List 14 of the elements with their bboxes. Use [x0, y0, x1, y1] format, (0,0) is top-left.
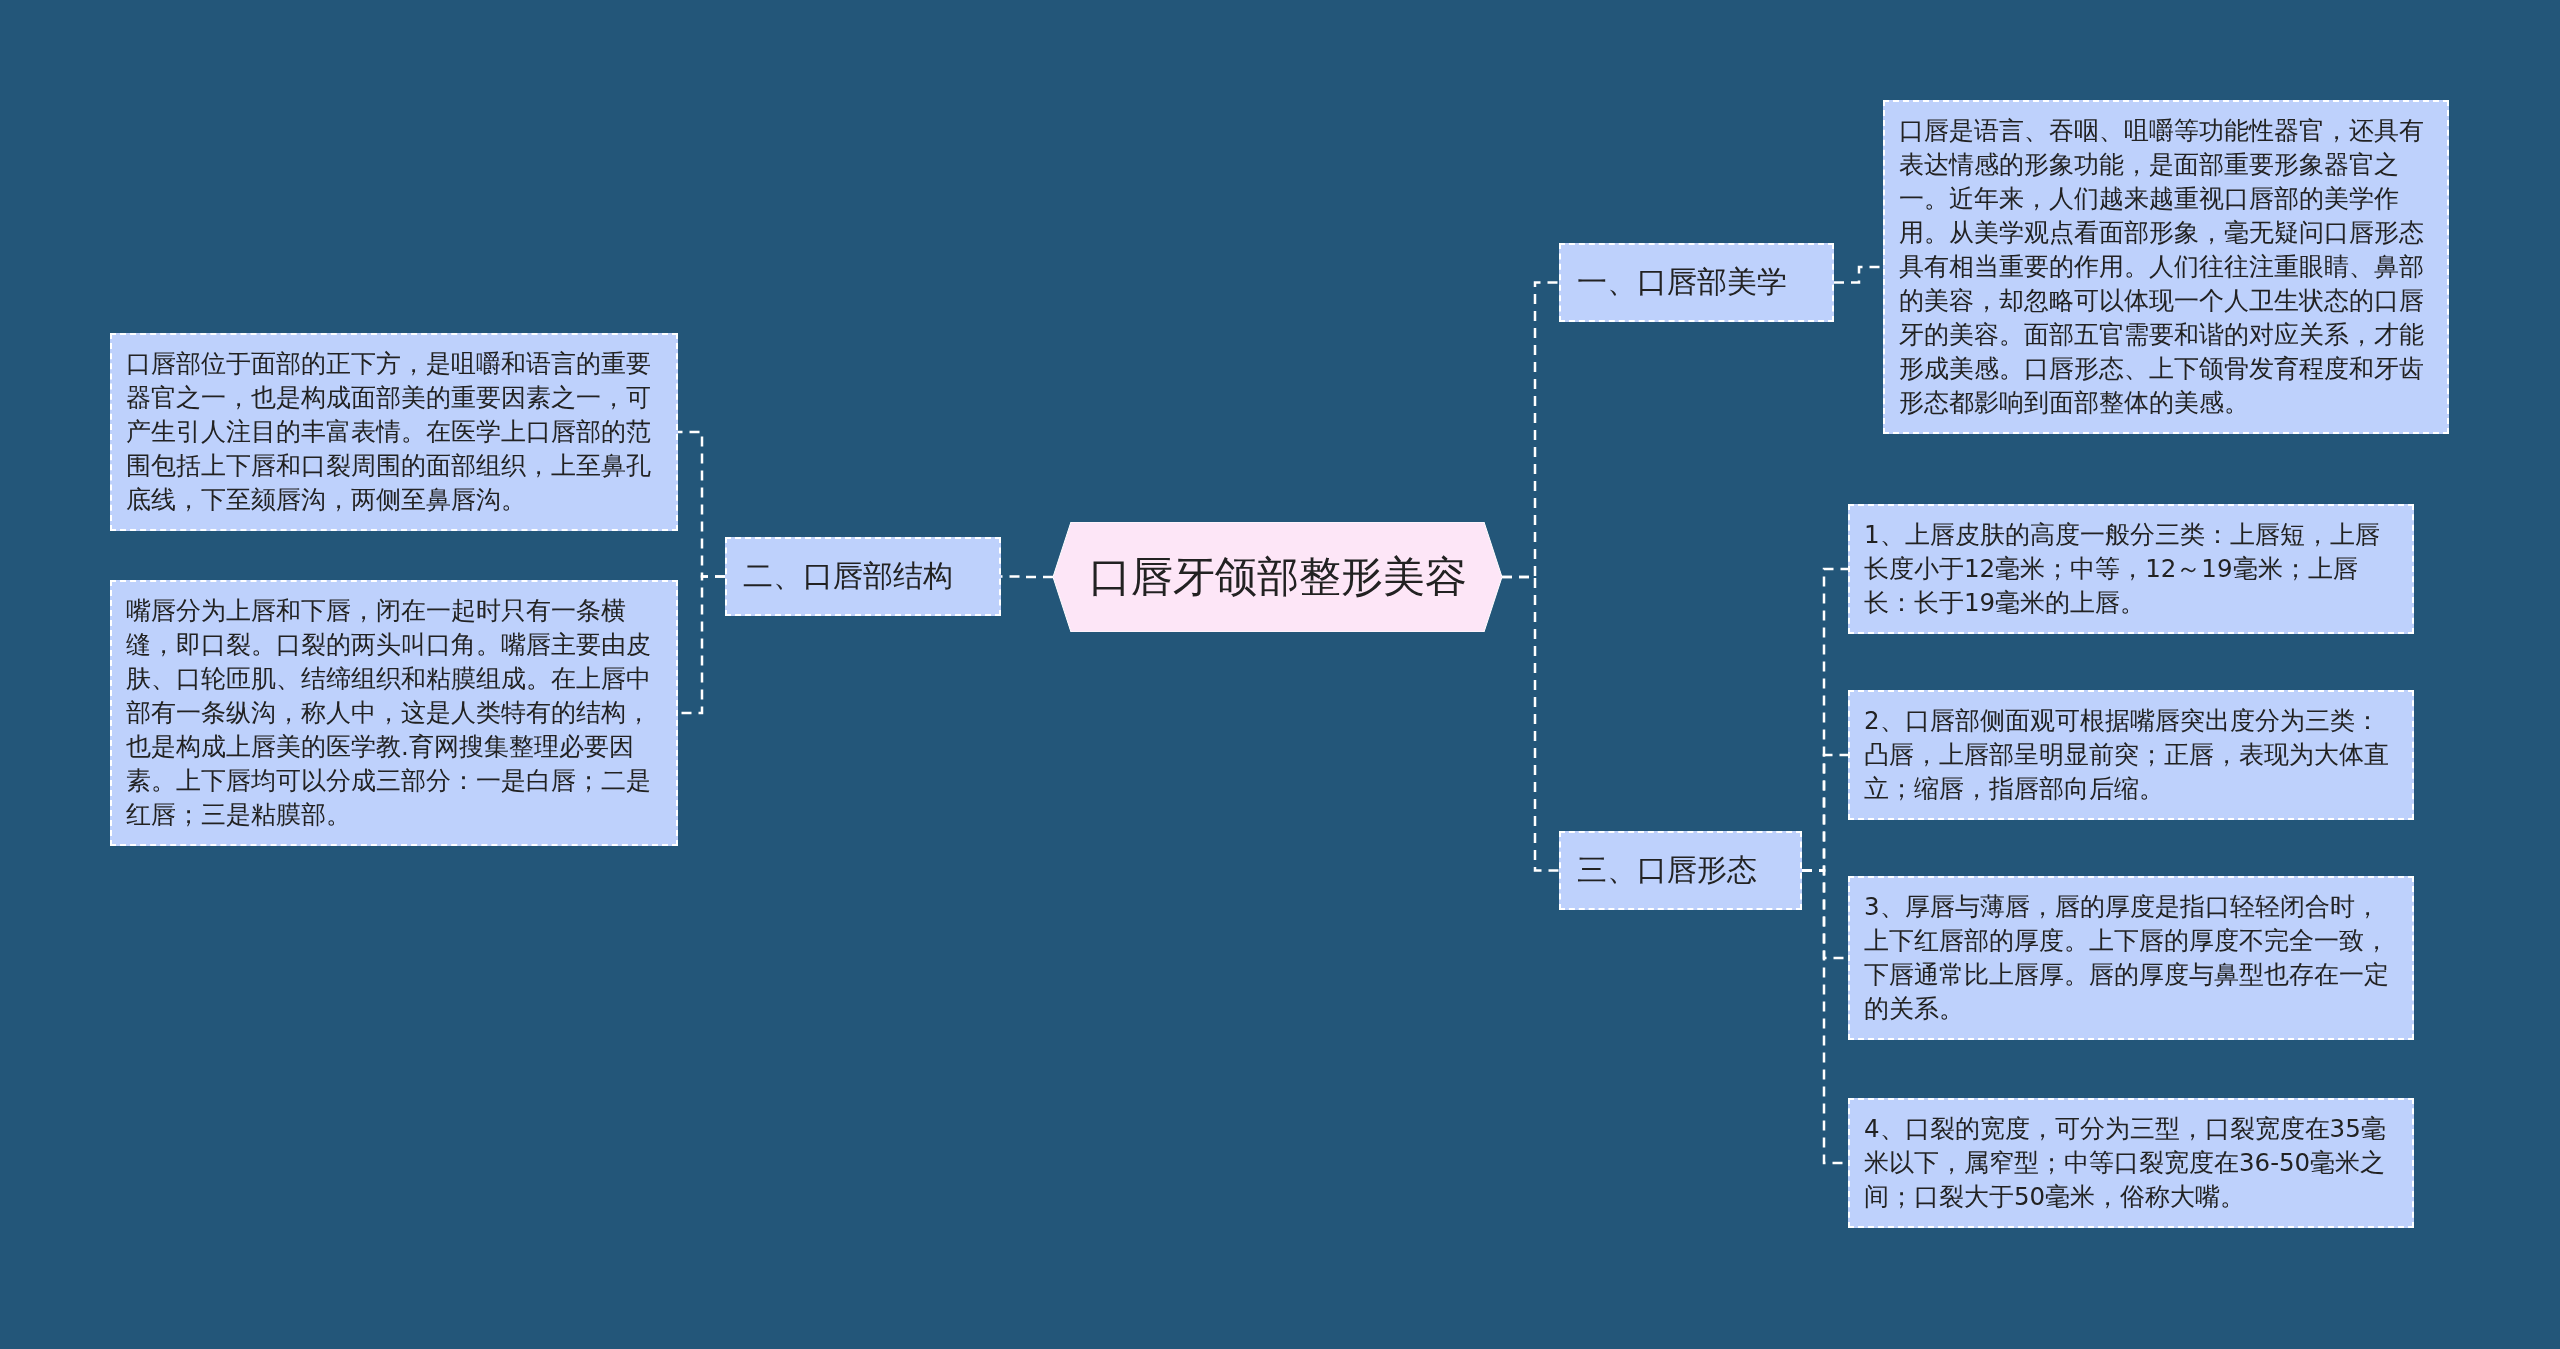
note-box: 2、口唇部侧面观可根据嘴唇突出度分为三类：凸唇，上唇部呈明显前突；正唇，表现为大体直立；缩唇，指唇部向后缩。 [1848, 690, 2414, 820]
title-text: 口唇牙颌部整形美容 [1088, 551, 1467, 603]
note-box: 口唇部位于面部的正下方，是咀嚼和语言的重要器官之一，也是构成面部美的重要因素之一，可产生引人注目的丰富表情。在医学上口唇部的范围包括上下唇和口裂周围的面部组织，上至鼻孔底线，下至颏唇沟，两侧至鼻唇沟。 [110, 333, 678, 531]
topic-box: 三、口唇形态 [1559, 831, 1802, 910]
connector-line [1502, 575, 1559, 872]
topic-box: 二、口唇部结构 [725, 537, 1001, 616]
title-hexagon [1053, 522, 1502, 632]
note-box: 4、口裂的宽度，可分为三型，口裂宽度在35毫米以下，属窄型；中等口裂宽度在36-50毫米之间；口裂大于50毫米，俗称大嘴。 [1848, 1098, 2414, 1228]
topic-box: 一、口唇部美学 [1559, 243, 1834, 322]
note-box: 1、上唇皮肤的高度一般分三类：上唇短，上唇长度小于12毫米；中等，12～19毫米；上唇长：长于19毫米的上唇。 [1848, 504, 2414, 634]
connector-line [1834, 265, 1883, 284]
note-box: 嘴唇分为上唇和下唇，闭在一起时只有一条横缝，即口裂。口裂的两头叫口角。嘴唇主要由皮肤、口轮匝肌、结缔组织和粘膜组成。在上唇中部有一条纵沟，称人中，这是人类特有的结构，也是构成上唇美的医学教.育网搜集整理必要因素。上下唇均可以分成三部分：一是白唇；二是红唇；三是粘膜部。 [110, 580, 678, 846]
note-box: 口唇是语言、吞咽、咀嚼等功能性器官，还具有表达情感的形象功能，是面部重要形象器官之一。近年来，人们越来越重视口唇部的美学作用。从美学观点看面部形象，毫无疑问口唇形态具有相当重要的作用。人们往往注重眼睛、鼻部的美容，却忽略可以体现一个人卫生状态的口唇牙的美容。面部五官需要和谐的对应关系，才能形成美感。口唇形态、上下颌骨发育程度和牙齿形态都影响到面部整体的美感。 [1883, 100, 2449, 434]
note-box: 3、厚唇与薄唇，唇的厚度是指口轻轻闭合时，上下红唇部的厚度。上下唇的厚度不完全一致，下唇通常比上唇厚。唇的厚度与鼻型也存在一定的关系。 [1848, 876, 2414, 1040]
